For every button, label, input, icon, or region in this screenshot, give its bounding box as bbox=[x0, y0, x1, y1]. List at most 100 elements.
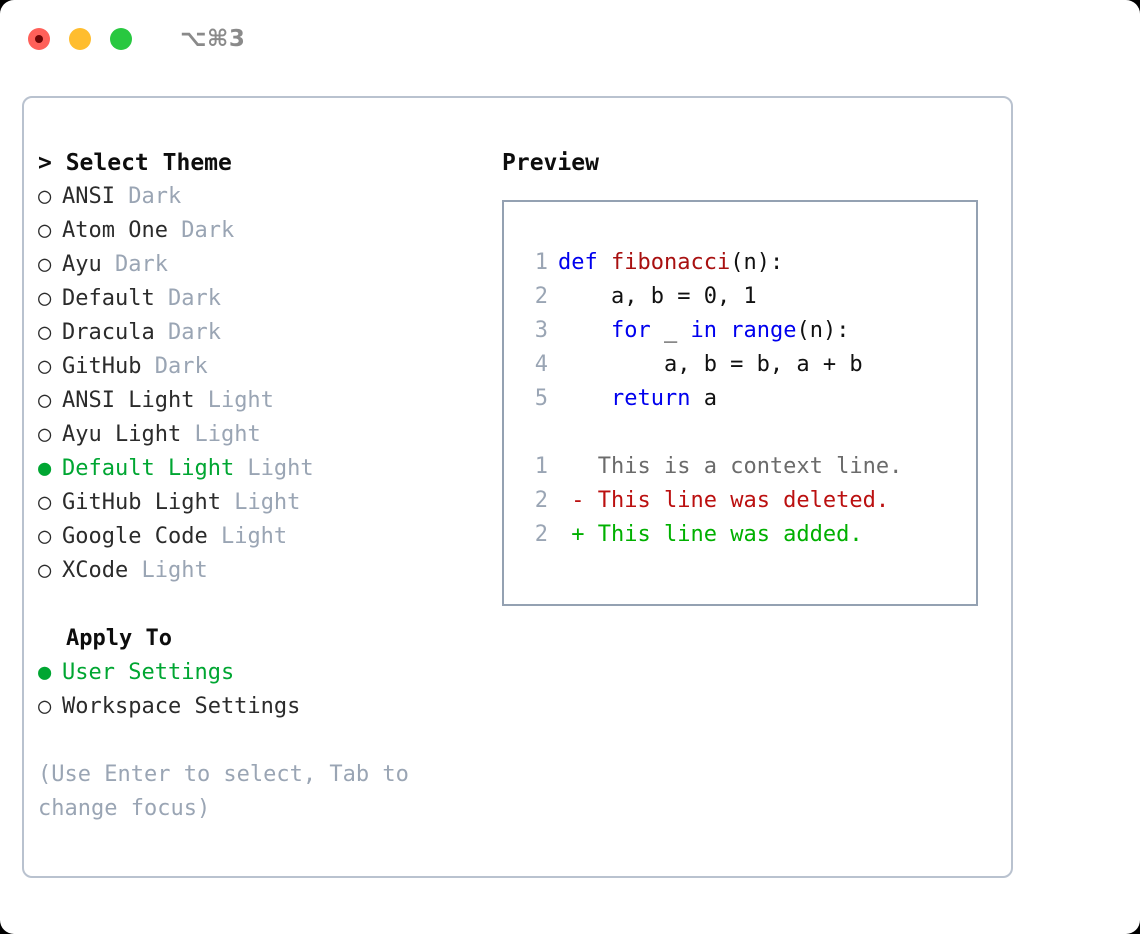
theme-selector-card: > Select Theme ○ANSI Dark○Atom One Dark○… bbox=[22, 96, 1013, 878]
theme-item-tag: Light bbox=[181, 422, 261, 447]
theme-item-name: Ayu Light bbox=[62, 422, 182, 447]
theme-item-name: Default Light bbox=[62, 456, 235, 481]
code-line-number: 4 bbox=[534, 352, 548, 377]
radio-unselected-icon[interactable]: ○ bbox=[38, 694, 52, 719]
apply-to-section: Apply To ● User Settings ○ Workspace Settin… bbox=[38, 622, 498, 724]
theme-item-tag: Light bbox=[128, 558, 208, 583]
radio-unselected-icon[interactable]: ○ bbox=[38, 524, 52, 549]
window-title: ⌥⌘3 bbox=[180, 26, 246, 52]
theme-item-tag: Dark bbox=[154, 286, 221, 311]
code-token-src bbox=[558, 386, 611, 411]
close-button[interactable] bbox=[28, 28, 50, 50]
theme-item-tag: Dark bbox=[141, 354, 208, 379]
radio-selected-icon[interactable]: ● bbox=[38, 456, 52, 481]
code-token-src: a, b = 0, 1 bbox=[558, 284, 757, 309]
select-theme-heading: > Select Theme bbox=[38, 150, 232, 176]
radio-unselected-icon[interactable]: ○ bbox=[38, 286, 52, 311]
theme-list[interactable]: ○ ANSI Dark ○ Atom One Dark ○ Ayu Dark ○ Defaul… bbox=[38, 180, 498, 588]
radio-unselected-icon[interactable]: ○ bbox=[38, 490, 52, 515]
radio-unselected-icon[interactable]: ○ bbox=[38, 388, 52, 413]
preview-heading: Preview bbox=[502, 150, 599, 176]
code-token-kw: in range bbox=[690, 318, 797, 343]
window-titlebar: ⌥⌘3 bbox=[0, 0, 1140, 78]
theme-item[interactable]: ○ Ayu Dark bbox=[38, 248, 498, 282]
theme-item-name: GitHub Light bbox=[62, 490, 221, 515]
code-line-number: 5 bbox=[534, 386, 548, 411]
code-line-number: 3 bbox=[534, 318, 548, 343]
theme-item-tag: Dark bbox=[101, 252, 168, 277]
diff-line-number: 2 bbox=[534, 488, 548, 513]
minimize-button[interactable] bbox=[69, 28, 91, 50]
diff-line: 2 - This line was deleted. bbox=[520, 484, 902, 518]
code-token-kw: def bbox=[558, 250, 611, 275]
theme-item-name: ANSI bbox=[62, 184, 115, 209]
code-token-fn: fibonacci bbox=[610, 250, 731, 275]
diff-line-text: This is a context line. bbox=[597, 454, 903, 479]
diff-line-number: 1 bbox=[534, 454, 548, 479]
apply-to-heading: Apply To bbox=[66, 626, 172, 651]
theme-item[interactable]: ○ANSI Light Light bbox=[38, 384, 498, 418]
radio-unselected-icon[interactable]: ○ bbox=[38, 354, 52, 379]
code-line-number: 2 bbox=[534, 284, 548, 309]
radio-unselected-icon[interactable]: ○ bbox=[38, 320, 52, 345]
theme-item[interactable]: ○ Dracula Dark bbox=[38, 316, 498, 350]
apply-to-option-label: User Settings bbox=[62, 660, 235, 685]
traffic-light-group bbox=[28, 28, 132, 50]
code-line-content: for _ in range(n): bbox=[558, 314, 849, 348]
apply-to-option[interactable]: ○ Workspace Settings bbox=[38, 690, 498, 724]
theme-item-name: ANSI Light bbox=[62, 388, 195, 413]
radio-unselected-icon[interactable]: ○ bbox=[38, 422, 52, 447]
theme-item-name: Default bbox=[62, 286, 155, 311]
code-line-content: a, b = 0, 1 bbox=[558, 280, 757, 314]
theme-item[interactable]: ○ANSI Dark bbox=[38, 180, 498, 214]
theme-item-name: Atom One bbox=[62, 218, 168, 243]
keyboard-hint: (Use Enter to select, Tab to change focu… bbox=[38, 762, 423, 821]
theme-item-tag: Dark bbox=[167, 218, 235, 243]
diff-marker: + bbox=[558, 522, 598, 547]
theme-item-tag: Dark bbox=[154, 320, 221, 345]
theme-item[interactable]: ○Google Code Light bbox=[38, 520, 498, 554]
code-line-content: a, b = b, a + b bbox=[558, 348, 863, 382]
theme-item-name: Dracula bbox=[62, 320, 155, 345]
theme-item[interactable]: ○ Default Dark bbox=[38, 282, 498, 316]
theme-item-name: Google Code bbox=[62, 524, 208, 549]
theme-item-name: GitHub bbox=[62, 354, 142, 379]
diff-line-text: This line was added. bbox=[597, 522, 863, 547]
radio-selected-icon[interactable]: ● bbox=[38, 660, 52, 685]
theme-item[interactable]: ● Default Light Light bbox=[38, 452, 498, 486]
theme-item-name: XCode bbox=[62, 558, 129, 583]
diff-marker bbox=[558, 450, 598, 484]
theme-item[interactable]: ○ GitHub Dark bbox=[38, 350, 498, 384]
code-line: 5 return a bbox=[520, 382, 902, 416]
code-line: 2 a, b = 0, 1 bbox=[520, 280, 902, 314]
radio-unselected-icon[interactable]: ○ bbox=[38, 184, 52, 209]
code-token-src bbox=[558, 318, 611, 343]
apply-to-option[interactable]: ● User Settings bbox=[38, 656, 498, 690]
diff-line-text: This line was deleted. bbox=[597, 488, 890, 513]
theme-item-tag: Light bbox=[234, 456, 314, 481]
diff-marker: - bbox=[558, 488, 598, 513]
apply-to-option-label: Workspace Settings bbox=[62, 694, 301, 719]
code-token-src: a bbox=[690, 386, 717, 411]
code-token-kw: for bbox=[610, 318, 651, 343]
radio-unselected-icon[interactable]: ○ bbox=[38, 558, 52, 583]
code-token-kw: return bbox=[610, 386, 691, 411]
maximize-button[interactable] bbox=[110, 28, 132, 50]
theme-item[interactable]: ○ Atom One Dark bbox=[38, 214, 498, 248]
theme-item[interactable]: ○ Ayu Light Light bbox=[38, 418, 498, 452]
code-token-src: a, b = b, a + b bbox=[558, 352, 863, 377]
radio-unselected-icon[interactable]: ○ bbox=[38, 252, 52, 277]
code-line-number: 1 bbox=[534, 250, 548, 275]
theme-item[interactable]: ○ XCode Light bbox=[38, 554, 498, 588]
diff-line: 2 + This line was added. bbox=[520, 518, 902, 552]
theme-item-name: Ayu bbox=[62, 252, 102, 277]
code-token-src: _ bbox=[650, 318, 691, 343]
theme-item[interactable]: ○GitHub Light Light bbox=[38, 486, 498, 520]
apply-to-list[interactable]: ● User Settings ○ Workspace Settings bbox=[38, 656, 498, 724]
radio-unselected-icon[interactable]: ○ bbox=[38, 218, 52, 243]
